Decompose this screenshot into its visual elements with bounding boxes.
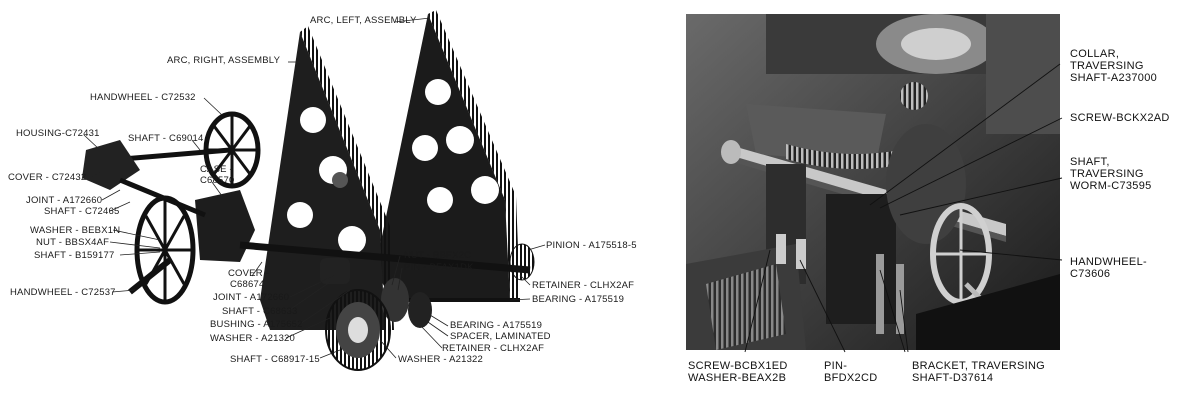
- label-pin-bfdx2cd-line-2: BFDX2CD: [824, 372, 878, 384]
- label-pin-bfdx2cd: PIN- BFDX2CD: [824, 360, 877, 384]
- label-pin-bfax1dk: PIN - BFAX1DK: [404, 262, 474, 273]
- label-screw-washer: SCREW-BCBX1ED WASHER-BEAX2B: [688, 360, 788, 384]
- label-retainer-clhx2af-1: RETAINER - CLHX2AF: [532, 280, 635, 291]
- label-cover-c68674: COVER -: [228, 268, 269, 279]
- label-spacer: SPACER, LAMINATED: [450, 331, 551, 342]
- label-bushing: BUSHING - A175652: [210, 319, 303, 330]
- large-gear: [325, 289, 391, 371]
- label-bracket: BRACKET, TRAVERSING SHAFT-D37614: [912, 360, 1045, 384]
- label-bearing-a175519-2: BEARING - A175519: [450, 320, 543, 331]
- label-shaft-b159177: SHAFT - B159177: [34, 250, 115, 261]
- label-screw-bcbx1ed: SCREW-BCBX1ED: [688, 360, 788, 372]
- label-shaft-c68633: SHAFT - C68633: [222, 306, 298, 317]
- label-handwheel-c73606-line-2: C73606: [1070, 268, 1111, 280]
- label-washer-beax2b: WASHER-BEAX2B: [688, 372, 787, 384]
- label-housing: HOUSING-C72431: [16, 128, 100, 139]
- arc-left-plate: [375, 14, 510, 300]
- label-joint-a172660-top: JOINT - A172660: [26, 195, 103, 206]
- label-cover-c72432: COVER - C72432: [8, 172, 87, 183]
- label-shaft-c72465: SHAFT - C72465: [44, 206, 120, 217]
- exploded-view-drawing: [82, 10, 546, 371]
- label-pin-bfdx2cd-line-1: PIN-: [824, 360, 848, 372]
- label-shaft-worm: SHAFT, TRAVERSING WORM-C73595: [1070, 156, 1152, 192]
- label-washer-a21322: WASHER - A21322: [398, 354, 484, 365]
- housing-part: [82, 140, 140, 190]
- label-case-number: C68570: [200, 175, 235, 186]
- label-handwheel-c72537: HANDWHEEL - C72537: [10, 287, 116, 298]
- label-shaft-worm-line-1: SHAFT,: [1070, 156, 1110, 168]
- label-collar-line-3: SHAFT-A237000: [1070, 72, 1158, 84]
- label-nut-bbsx4af: NUT - BBSX4AF: [36, 237, 110, 248]
- label-joint-a172660: JOINT - A172660: [213, 292, 290, 303]
- label-bracket-line-1: BRACKET, TRAVERSING: [912, 360, 1046, 372]
- case-part: [195, 190, 255, 262]
- label-collar: COLLAR, TRAVERSING SHAFT-A237000: [1070, 48, 1157, 84]
- label-shaft-c69014: SHAFT - C69014: [128, 133, 204, 144]
- label-pinion: PINION - A175518-5: [546, 240, 637, 251]
- label-shaft-worm-line-3: WORM-C73595: [1070, 180, 1152, 192]
- label-washer-bebx1n: WASHER - BEBX1N: [30, 225, 121, 236]
- label-retainer-clhx2af-2: RETAINER - CLHX2AF: [442, 343, 545, 354]
- label-nut-bbfx2c: NUT - BBFX2C: [404, 250, 472, 261]
- label-case: CASE -: [200, 164, 233, 175]
- label-cover-c68674-number: C68674: [230, 279, 265, 290]
- label-screw-bckx2ad: SCREW-BCKX2AD: [1070, 112, 1170, 124]
- label-washer-a21320: WASHER - A21320: [210, 333, 296, 344]
- label-shaft-c68917: SHAFT - C68917-15: [230, 354, 320, 365]
- label-shaft-worm-line-2: TRAVERSING: [1070, 168, 1144, 180]
- label-screw-bckx2ad-line-1: SCREW-BCKX2AD: [1070, 112, 1170, 124]
- label-arc-left: ARC, LEFT, ASSEMBLY: [310, 15, 417, 26]
- label-collar-line-1: COLLAR,: [1070, 48, 1120, 60]
- handwheel-upper: [203, 111, 261, 189]
- label-handwheel-c72532: HANDWHEEL - C72532: [90, 92, 196, 103]
- label-collar-line-2: TRAVERSING: [1070, 60, 1144, 72]
- label-arc-right: ARC, RIGHT, ASSEMBLY: [167, 55, 281, 66]
- label-bracket-line-2: SHAFT-D37614: [912, 372, 994, 384]
- label-bearing-a175519-1: BEARING - A175519: [532, 294, 625, 305]
- label-handwheel-c73606-line-1: HANDWHEEL-: [1070, 256, 1147, 268]
- label-handwheel-c73606: HANDWHEEL- C73606: [1070, 256, 1147, 280]
